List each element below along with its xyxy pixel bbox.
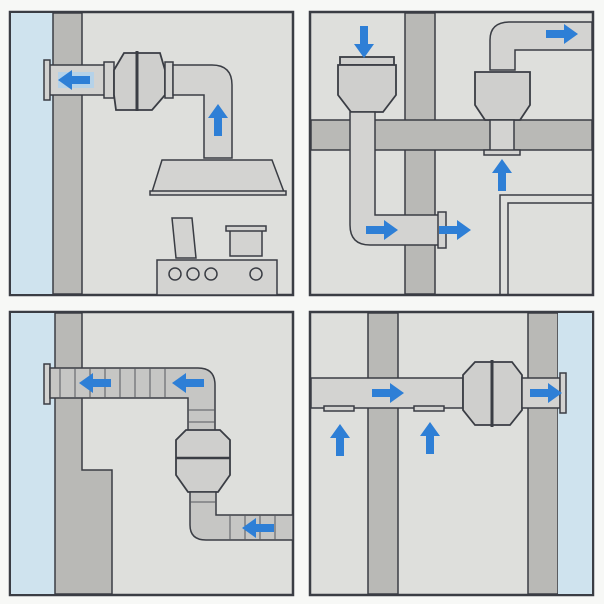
panel-multi-room [308, 10, 595, 297]
wall [367, 312, 399, 595]
knob [186, 267, 200, 281]
pot-lid [225, 225, 267, 232]
intake-vent [413, 405, 445, 412]
duct-elbow [349, 111, 441, 246]
wall [52, 12, 83, 295]
duct [489, 119, 515, 153]
duct-collar [164, 61, 174, 99]
intake-grille [483, 149, 521, 156]
inline-fan [474, 71, 531, 121]
panel-horizontal-duct [308, 310, 595, 597]
coffee-pot [171, 217, 197, 259]
outlet-grille [43, 59, 51, 101]
outside-area [558, 313, 592, 594]
wall [527, 312, 559, 595]
range-hood [150, 159, 286, 193]
cooking-pot [229, 229, 263, 257]
outside-area [11, 13, 53, 294]
panel-flexible-duct [8, 310, 295, 597]
stove-knobs [168, 267, 263, 281]
knob [168, 267, 182, 281]
intake-vent [323, 405, 355, 412]
window-frame-inner [507, 202, 594, 296]
range-hood-rim [149, 190, 287, 196]
outlet-grille [43, 363, 51, 405]
inline-fan [175, 429, 231, 493]
knob [204, 267, 218, 281]
wall-vertical [404, 12, 436, 295]
duct-collar [103, 61, 115, 99]
flex-ribs [59, 368, 215, 423]
panel-kitchen-hood [8, 10, 295, 297]
inline-fan [337, 64, 397, 113]
outside-area [11, 313, 55, 594]
intake-grille [339, 56, 395, 66]
inline-fan [113, 52, 166, 111]
knob [249, 267, 263, 281]
